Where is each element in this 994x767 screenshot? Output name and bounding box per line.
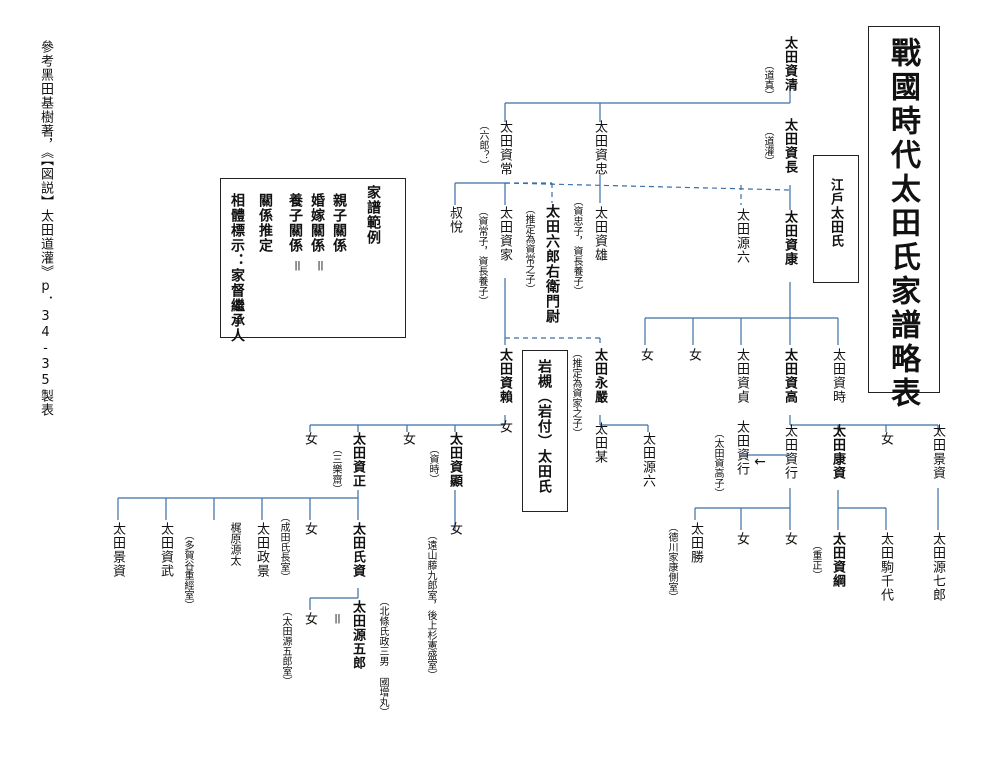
person-sukeyuki-a: 太田資行 <box>734 420 749 476</box>
note-genrokuro: （太田源五郎室） <box>280 606 291 686</box>
person-suketada2: 太田資貞 <box>734 348 749 404</box>
iwatsuki-clan-label: 岩槻（岩付）太田氏 <box>536 359 552 494</box>
note-sukeyuki: （太田資高子） <box>712 428 723 498</box>
person-onna-b: 女 <box>686 348 701 362</box>
person-onna-c: 女 <box>878 432 893 446</box>
person-katsu: 太田勝 <box>688 522 703 564</box>
person-onna-2: 女 <box>400 432 415 446</box>
edo-clan-box: 江戶太田氏 <box>813 155 859 283</box>
legend-marriage-mark: ＝ <box>311 259 326 272</box>
person-sukeo: 太田資雄 <box>592 206 607 262</box>
legend-adoption: 養子關係 <box>287 193 303 253</box>
legend-inferred: 關係推定 <box>257 193 273 253</box>
person-onna-4: 女 <box>302 522 317 536</box>
legend-heir: 相體標示：家督繼承人 <box>229 193 245 343</box>
note-tagaya: （多賀谷重經室） <box>182 530 193 610</box>
person-kageshige-a: 太田景資 <box>930 424 945 480</box>
person-onna-1: 女 <box>302 432 317 446</box>
person-nanigashi: 太田某 <box>592 422 607 464</box>
note-sukekiyo: （道真） <box>762 60 773 100</box>
page-title: 戰國時代太田氏家譜略表 <box>885 37 920 411</box>
person-sukeyuki-b: 太田資行 <box>782 424 797 480</box>
person-sukeie: 太田資家 <box>497 206 512 262</box>
person-genroku-b: 太田源六 <box>640 432 655 488</box>
person-onna-a: 女 <box>638 348 653 362</box>
iwatsuki-clan-box: 岩槻（岩付）太田氏 <box>522 350 568 512</box>
adoption-arrow-icon: ← <box>752 454 768 471</box>
note-sukemune: （重正） <box>810 540 821 580</box>
source-note: 參考黑田基樹著，《【図説】太田道灌》p．34-35製表 <box>38 40 53 417</box>
note-sukeie: （資常子，資長養子） <box>476 206 487 306</box>
note-toyama: （遠山藤九郎室，後上杉憲盛室） <box>425 530 436 680</box>
person-sukenaga: 太田資長 <box>782 118 797 174</box>
legend-marriage: 婚嫁關係 <box>309 193 325 253</box>
person-ujisuke: 太田氏資 <box>350 522 365 578</box>
person-sukeyori: 太田資賴 <box>497 348 512 404</box>
edo-clan-label: 江戶太田氏 <box>828 178 843 248</box>
person-suketaka: 太田資高 <box>782 348 797 404</box>
legend-box: 家譜範例 親子關係 婚嫁關係 ＝ 養子關係 ＝ 關係推定 相體標示：家督繼承人 <box>220 178 406 343</box>
person-genrokuro: 太田源五郎 <box>350 600 365 670</box>
note-suketsune: （六郎？） <box>477 120 488 170</box>
person-onna-8: 女 <box>782 532 797 546</box>
note-nagahaya: （推定為資家之子） <box>570 348 581 438</box>
legend-adoption-mark: ＝ <box>288 259 303 272</box>
person-komachiyo: 太田駒千代 <box>878 532 893 602</box>
person-rokuro: 太田六郎右衛門尉 <box>544 204 560 324</box>
marriage-mark: ＝ <box>328 612 343 626</box>
person-kageshige-b: 太田景資 <box>110 522 125 578</box>
person-onna-3: 女 <box>497 420 512 434</box>
note-sukeo: （資忠子，資長養子） <box>571 196 582 296</box>
note-rokuro: （推定為資常之子） <box>523 204 534 294</box>
person-onna-6: 女 <box>302 612 317 626</box>
person-suketada: 太田資忠 <box>592 120 607 176</box>
note-narita: （成田氏長室） <box>278 512 289 582</box>
person-suketoki: 太田資時 <box>830 348 845 404</box>
note-sukeaki: （資時） <box>427 444 438 484</box>
person-sukemune: 太田資綱 <box>830 532 845 588</box>
person-yasusuke: 太田康資 <box>830 424 845 480</box>
person-onna-7: 女 <box>734 532 749 546</box>
person-sukemasa: 太田資正 <box>350 432 365 488</box>
legend-parent-child: 親子關係 <box>331 193 347 253</box>
person-sukekiyo: 太田資清 <box>782 36 797 92</box>
person-onna-5: 女 <box>447 522 462 536</box>
note-sukemasa: （三樂齋） <box>330 444 341 494</box>
title-box: 戰國時代太田氏家譜略表 <box>868 26 940 411</box>
person-shukuetsu: 叔悅 <box>447 206 462 234</box>
person-kajiwara: 梶原源太 <box>229 522 242 566</box>
note-sukenaga: （道灌） <box>762 126 773 166</box>
person-sukeaki: 太田資顯 <box>447 432 462 488</box>
person-masashige: 太田政景 <box>254 522 269 578</box>
person-nagahaya: 太田永嚴 <box>592 348 607 404</box>
person-genshichiro: 太田源七郎 <box>930 532 945 602</box>
person-suketake: 太田資武 <box>158 522 173 578</box>
note-hojo: （北條氏政三男 國增丸） <box>377 596 388 717</box>
legend-heading: 家譜範例 <box>365 185 381 245</box>
person-suketsune: 太田資常 <box>497 120 512 176</box>
person-genroku-a: 太田源六 <box>734 208 749 264</box>
person-sukeyasu: 太田資康 <box>782 210 797 266</box>
note-tokugawa: （德川家康側室） <box>666 522 677 602</box>
